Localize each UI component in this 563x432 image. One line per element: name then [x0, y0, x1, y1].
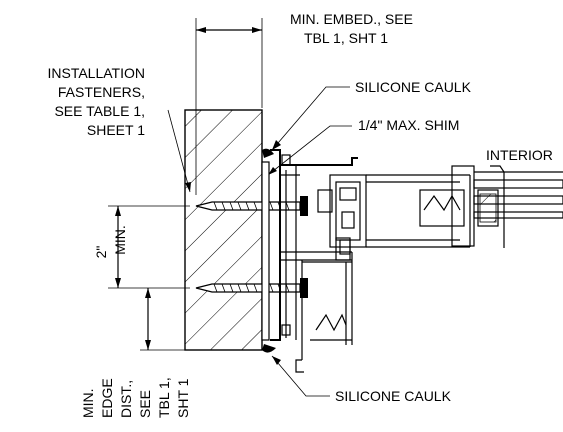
min-embed-dimension [195, 18, 263, 195]
min-embed-label-line1: MIN. EMBED., SEE [290, 11, 413, 27]
min-embed-label-line2: TBL 1, SHT 1 [304, 30, 388, 46]
fasteners-label-line2: FASTENERS, [58, 84, 145, 100]
caulk-top-label: SILICONE CAULK [355, 79, 472, 95]
edge-label-line1: MIN. [80, 388, 96, 418]
fasteners-leader [167, 109, 191, 193]
shim-leader [267, 125, 352, 176]
edge-distance-dimension [140, 288, 190, 351]
spacing-label-line1: 2" [93, 246, 109, 259]
shim-label: 1/4" MAX. SHIM [358, 117, 459, 133]
interior-label: INTERIOR [486, 147, 553, 163]
edge-label-line3: DIST., [118, 380, 134, 418]
edge-label-line2: EDGE [99, 378, 115, 418]
fasteners-label-line4: SHEET 1 [87, 122, 145, 138]
window-frame-profile [270, 149, 563, 373]
caulk-top-leader [271, 86, 350, 151]
edge-label-line4: SEE [137, 390, 153, 418]
spacing-label-line2: MIN. [112, 225, 128, 255]
shim [261, 161, 270, 341]
edge-label-line6: SHT 1 [175, 378, 191, 418]
caulk-bottom-leader [271, 355, 330, 397]
fasteners-label-line3: SEE TABLE 1, [54, 103, 145, 119]
edge-label-line5: TBL 1, [156, 377, 172, 418]
fasteners-label-line1: INSTALLATION [47, 65, 145, 81]
fastener-spacing-dimension [108, 205, 190, 289]
caulk-bottom-label: SILICONE CAULK [335, 388, 452, 404]
caulk-bead-bottom [262, 344, 276, 353]
substrate-block [184, 109, 263, 351]
